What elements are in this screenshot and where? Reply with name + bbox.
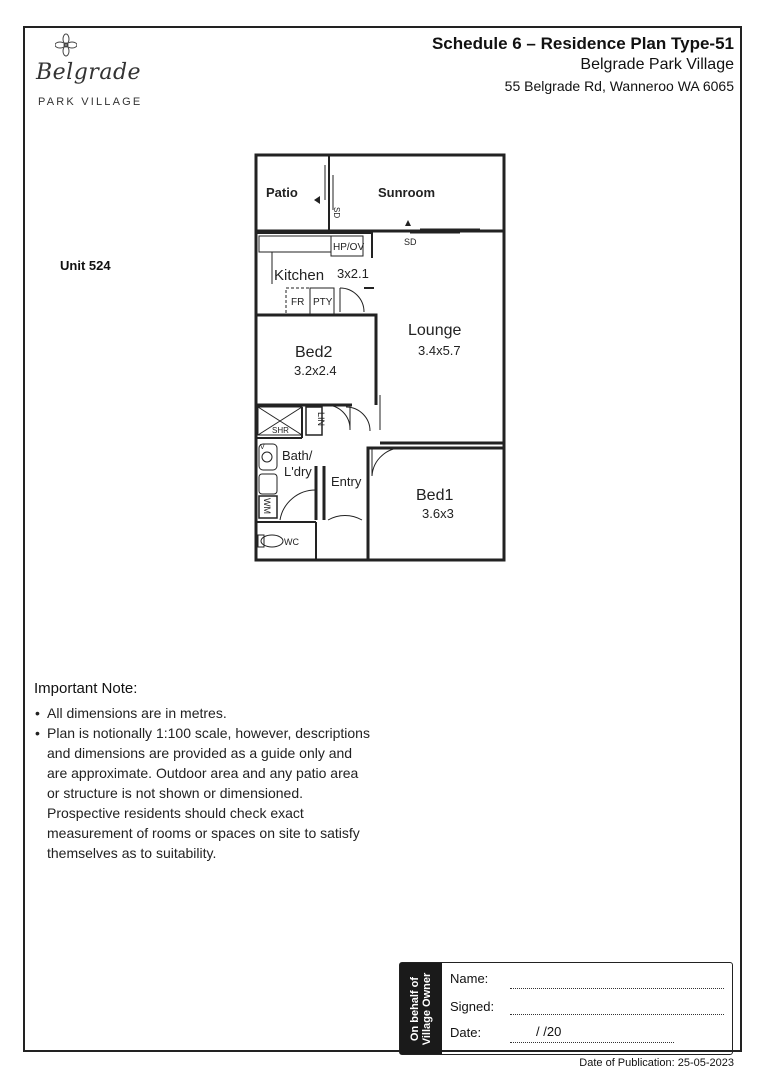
note-item: Plan is notionally 1:100 scale, however,… [35,723,374,863]
publication-date: Date of Publication: 25-05-2023 [579,1057,734,1069]
signed-label: Signed: [450,999,495,1014]
entry-label: Entry [331,474,362,489]
linen-label: LIN [316,412,326,426]
sunroom-patio-outline [254,153,506,233]
kitchen-dimensions: 3x2.1 [337,266,369,281]
signature-side-panel: On behalf of Village Owner [400,963,442,1054]
sunroom-label: Sunroom [378,185,435,200]
note-list: All dimensions are in metres. Plan is no… [34,703,374,863]
hp-ov-label: HP/OV [333,242,364,253]
logo-subtitle: PARK VILLAGE [38,96,143,108]
laundry-label: L'dry [284,464,312,479]
name-field[interactable] [510,987,724,989]
village-name: Belgrade Park Village [580,56,734,73]
date-label: Date: [450,1025,482,1040]
flower-icon [55,33,77,57]
lounge-sd-label: SD [404,237,417,247]
bath-label: Bath/ [282,448,313,463]
name-label: Name: [450,971,489,986]
unit-number: Unit 524 [60,258,111,273]
kitchen-label: Kitchen [274,267,324,284]
note-title: Important Note: [34,680,138,697]
fridge-label: FR [291,297,304,308]
signature-box: On behalf of Village Owner Name: Signed:… [399,962,733,1055]
floor-plan: Patio Sunroom SD SD HP/OV Kitchen 3x2.1 … [254,153,506,562]
sunroom-sd-label: SD [332,207,341,218]
bed1-dimensions: 3.6x3 [422,506,454,521]
important-note: Important Note: All dimensions are in me… [34,680,374,863]
bed2-dimensions: 3.2x2.4 [294,363,337,378]
signed-field[interactable] [510,1013,724,1015]
washing-machine-label: WM [262,498,272,514]
bed1-label: Bed1 [416,487,453,504]
header: Schedule 6 – Residence Plan Type-51 Belg… [432,34,734,96]
village-address: 55 Belgrade Rd, Wanneroo WA 6065 [504,78,734,94]
date-value: / /20 [536,1024,562,1039]
lounge-label: Lounge [408,322,461,339]
pantry-label: PTY [313,297,333,308]
shower-label: SHR [272,426,289,435]
patio-label: Patio [266,185,298,200]
logo-script: Belgrade [36,60,142,85]
bed2-label: Bed2 [295,344,332,361]
signature-side-text: On behalf of Village Owner [409,972,433,1046]
lounge-dimensions: 3.4x5.7 [418,343,461,358]
note-item: All dimensions are in metres. [35,703,374,723]
date-field[interactable] [510,1041,674,1043]
document-title: Schedule 6 – Residence Plan Type-51 [431,34,734,53]
page-frame [23,26,742,1052]
vanity-label: V [260,444,265,451]
wc-label: WC [284,537,299,547]
